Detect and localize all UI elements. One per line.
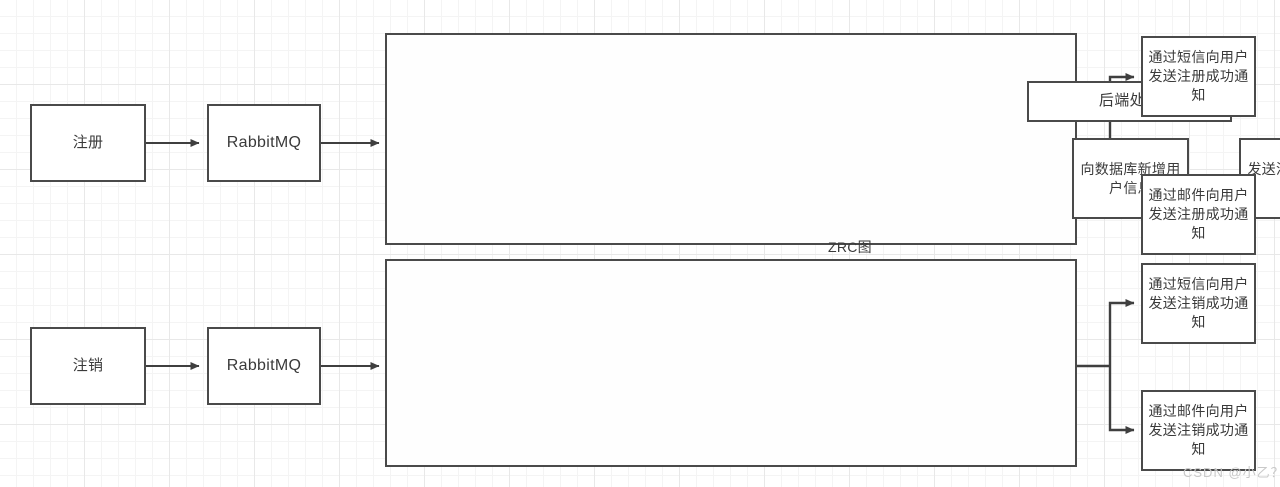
node-register-broker[interactable]: RabbitMQ (207, 104, 321, 182)
node-register-sms-notification[interactable]: 通过短信向用户发送注册成功通知 (1141, 36, 1256, 117)
node-deregister-broker[interactable]: RabbitMQ (207, 327, 321, 405)
node-deregister-mail-notification-label: 通过邮件向用户发送注销成功通知 (1148, 403, 1249, 457)
node-register-mail-notification-label: 通过邮件向用户发送注册成功通知 (1148, 187, 1249, 241)
container-deregister-flow[interactable]: 后端处理 修改数据库用户信息 发送消息到消息队列 ZRC图 (385, 259, 1077, 467)
node-register-mail-notification[interactable]: 通过邮件向用户发送注册成功通知 (1141, 174, 1256, 255)
node-register-queue-step-label: 发送消息到消息队列 (1247, 160, 1280, 177)
node-deregister-sms-notification[interactable]: 通过短信向用户发送注销成功通知 (1141, 263, 1256, 344)
node-deregister-broker-label: RabbitMQ (226, 357, 302, 375)
node-register-trigger[interactable]: 注册 (30, 104, 146, 182)
csdn-watermark: CSDN @小乙？ (1183, 465, 1280, 480)
node-deregister-sms-notification-label: 通过短信向用户发送注销成功通知 (1148, 276, 1249, 330)
node-deregister-trigger-label: 注销 (72, 356, 104, 374)
arrow-container-bot-branch (1077, 299, 1135, 434)
node-register-broker-label: RabbitMQ (226, 134, 302, 152)
container-register-flow-label: ZRC图 (828, 239, 872, 255)
node-register-trigger-label: 注册 (72, 133, 104, 151)
node-register-sms-notification-label: 通过短信向用户发送注册成功通知 (1148, 49, 1249, 103)
node-deregister-mail-notification[interactable]: 通过邮件向用户发送注销成功通知 (1141, 390, 1256, 471)
container-register-flow[interactable]: 后端处理 向数据库新增用户信息 发送消息到消息队列 ZRC图 (385, 33, 1280, 255)
node-deregister-trigger[interactable]: 注销 (30, 327, 146, 405)
